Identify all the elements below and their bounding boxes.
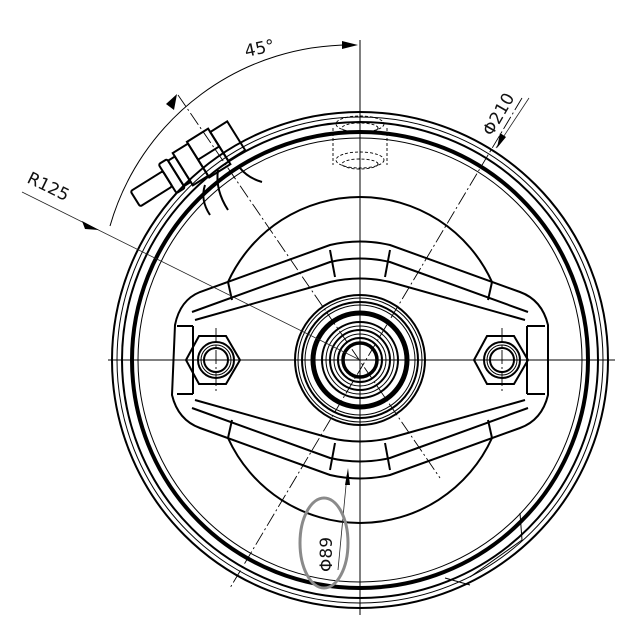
air-inlet-fitting xyxy=(130,120,263,216)
radius-label: R125 xyxy=(24,169,73,206)
dome xyxy=(227,196,493,524)
left-stud-nut xyxy=(184,328,242,393)
outer-diameter-label: Φ210 xyxy=(479,90,519,140)
central-boss xyxy=(294,294,426,426)
clamp-band-gap xyxy=(444,512,523,586)
highlight-ellipse xyxy=(298,496,350,590)
boss-diameter-label: Φ89 xyxy=(317,537,337,572)
hidden-port xyxy=(332,115,388,170)
boss-diameter-dimension: Φ89 xyxy=(298,468,350,590)
center-lines xyxy=(108,40,615,615)
angle-dimension: 45° xyxy=(109,36,358,227)
mounting-bracket xyxy=(170,240,549,480)
right-stud-nut xyxy=(472,328,530,393)
